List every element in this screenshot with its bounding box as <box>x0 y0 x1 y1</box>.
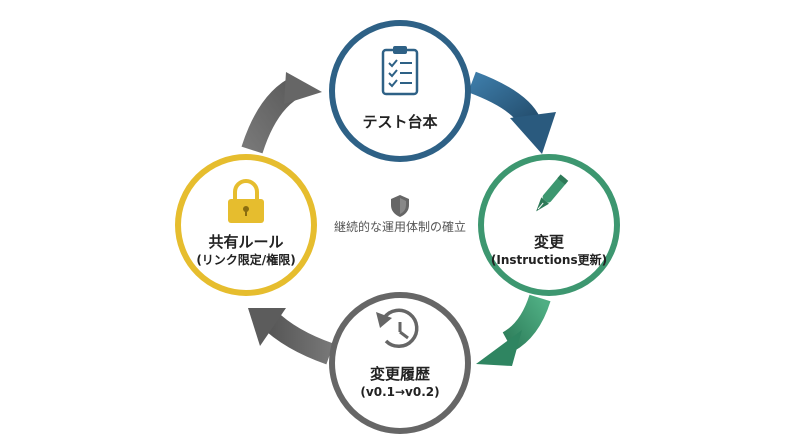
node-title-history: 変更履歴 <box>369 365 430 383</box>
node-text-history: 変更履歴 (v0.1→v0.2) <box>360 364 439 400</box>
node-circle-history <box>329 292 471 434</box>
arrow-script-to-change <box>468 71 556 154</box>
arrow-history-to-rules <box>248 308 334 365</box>
padlock-icon <box>228 179 264 223</box>
arrow-rules-to-script <box>241 72 322 154</box>
node-title-change: 変更 <box>533 233 564 251</box>
center-label: 継続的な運用体制の確立 <box>333 220 467 234</box>
node-text-change: 変更 (Instructions更新) <box>491 232 607 268</box>
shield-icon <box>391 195 409 217</box>
node-subtitle-history: (v0.1→v0.2) <box>360 385 440 399</box>
clipboard-checklist-icon <box>381 46 419 96</box>
node-text-script: テスト台本 <box>362 112 437 132</box>
node-circle-change <box>478 154 620 296</box>
node-text-rules: 共有ルール (リンク限定/権限) <box>196 232 295 268</box>
node-title-rules: 共有ルール <box>208 233 284 251</box>
node-circle-rules <box>175 154 317 296</box>
history-clock-icon <box>376 308 419 349</box>
node-title-script: テスト台本 <box>362 113 438 131</box>
arrow-change-to-history <box>476 294 551 366</box>
node-subtitle-rules: (リンク限定/権限) <box>196 253 296 267</box>
fountain-pen-icon <box>536 174 569 212</box>
node-subtitle-change: (Instructions更新) <box>490 253 608 267</box>
